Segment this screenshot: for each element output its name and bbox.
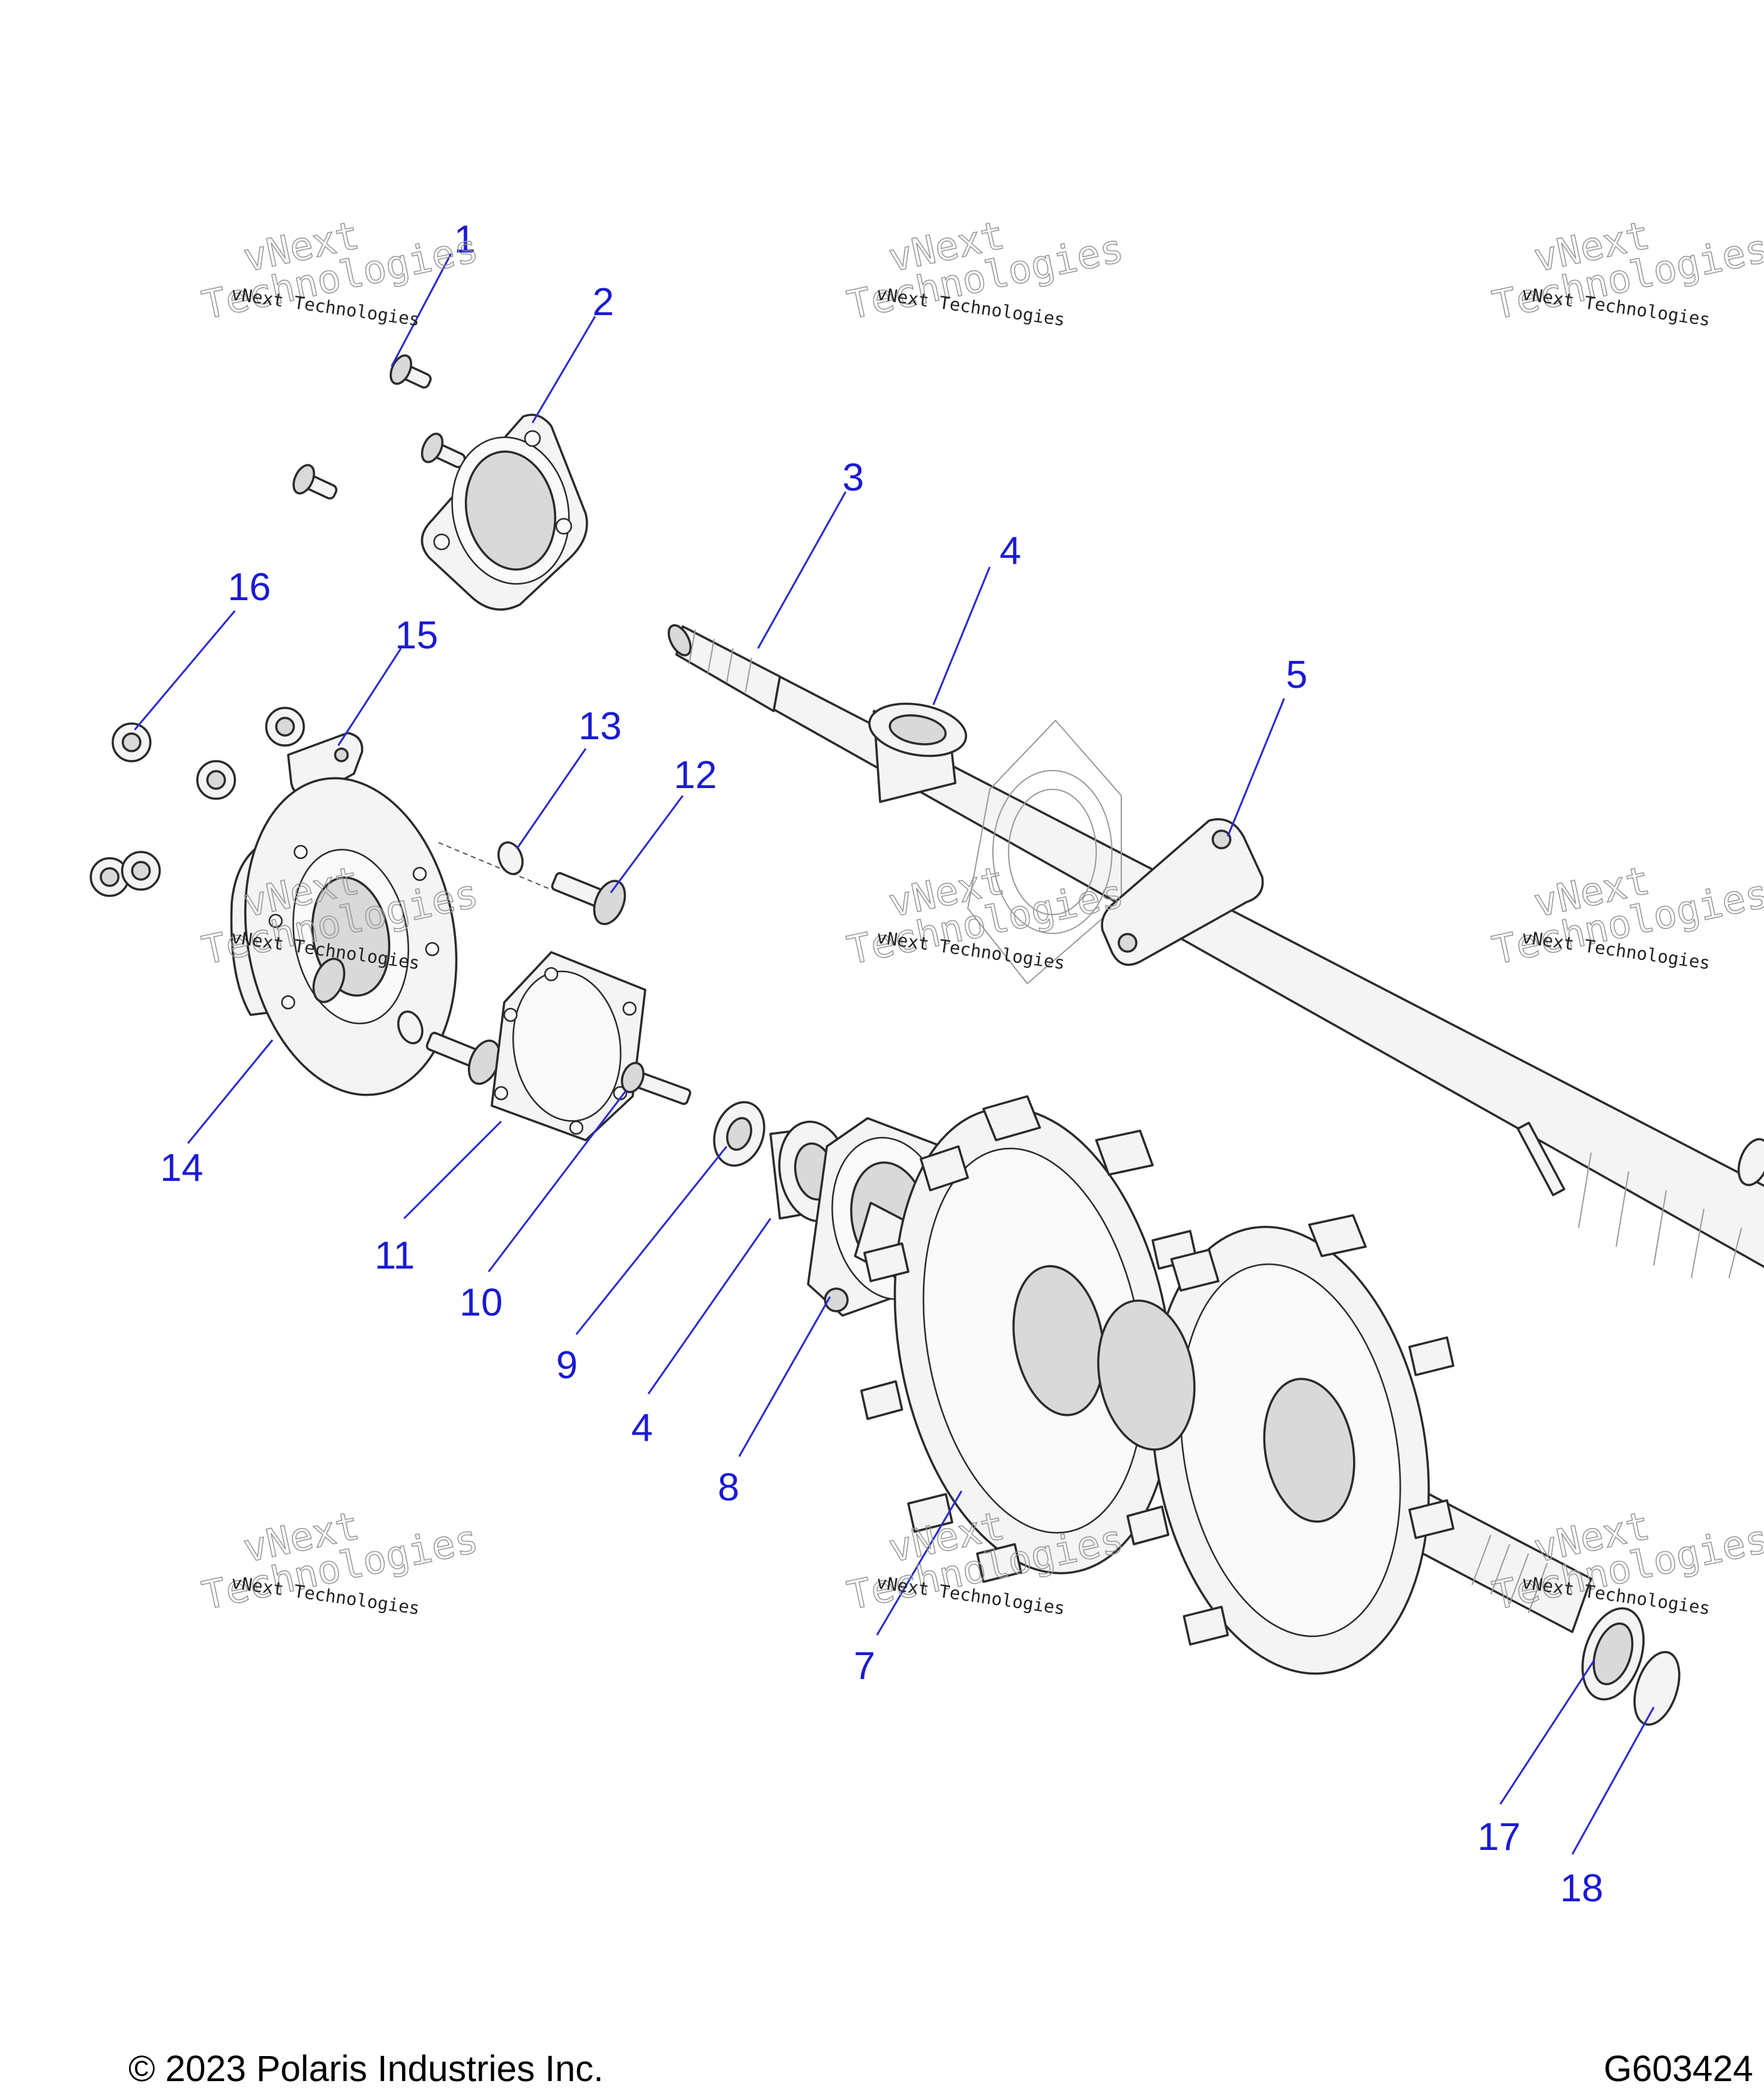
part-17-bearing bbox=[1581, 1607, 1645, 1701]
part-12-bolts bbox=[312, 872, 626, 1085]
callout-2: 2 bbox=[593, 281, 614, 324]
callout-4-upper: 4 bbox=[1000, 529, 1021, 573]
part-9-spline-nut bbox=[713, 1101, 765, 1167]
part-7-sprocket-left bbox=[860, 1095, 1198, 1583]
callout-8: 8 bbox=[718, 1466, 739, 1509]
figure-id: G603424 bbox=[1604, 2049, 1753, 2085]
callout-12: 12 bbox=[674, 754, 717, 797]
part-13-washers bbox=[397, 841, 524, 1044]
callout-17: 17 bbox=[1478, 1815, 1521, 1859]
part-2-flange-plate bbox=[420, 413, 588, 611]
callout-11: 11 bbox=[375, 1234, 415, 1277]
callout-13: 13 bbox=[579, 705, 622, 748]
callout-7: 7 bbox=[854, 1644, 875, 1688]
callouts: 1 2 3 4 5 16 15 13 12 14 11 10 9 4 8 7 1… bbox=[160, 218, 1604, 1910]
callout-9: 9 bbox=[556, 1344, 578, 1387]
part-1-bolts bbox=[293, 354, 466, 500]
part-16-nuts bbox=[90, 707, 305, 897]
part-11-gasket bbox=[490, 951, 646, 1141]
callout-14: 14 bbox=[160, 1146, 204, 1190]
part-3-drive-shaft bbox=[667, 624, 1764, 1279]
alignment-dash bbox=[438, 842, 552, 890]
callout-1: 1 bbox=[454, 218, 475, 261]
callout-3: 3 bbox=[843, 456, 864, 499]
copyright-text: © 2023 Polaris Industries Inc. bbox=[128, 2049, 603, 2085]
callout-15: 15 bbox=[395, 614, 438, 657]
part-5-bracket bbox=[1101, 818, 1264, 966]
callout-10: 10 bbox=[460, 1281, 503, 1324]
ghost-flange bbox=[967, 719, 1122, 985]
callout-5: 5 bbox=[1286, 653, 1307, 697]
part-7-sprocket-right bbox=[1120, 1214, 1455, 1675]
watermark-9: vNext Technologies bbox=[1488, 1502, 1764, 1619]
callout-16: 16 bbox=[228, 566, 271, 609]
part-10-bolt bbox=[621, 1062, 692, 1105]
callout-18: 18 bbox=[1560, 1867, 1604, 1910]
part-4-bearing-upper bbox=[868, 702, 967, 803]
upper-ring bbox=[1737, 1138, 1764, 1187]
sprocket-hub bbox=[1097, 1299, 1196, 1451]
callout-4-lower: 4 bbox=[631, 1406, 653, 1450]
part-15-clip bbox=[287, 732, 363, 797]
leader-lines bbox=[133, 253, 1655, 1855]
